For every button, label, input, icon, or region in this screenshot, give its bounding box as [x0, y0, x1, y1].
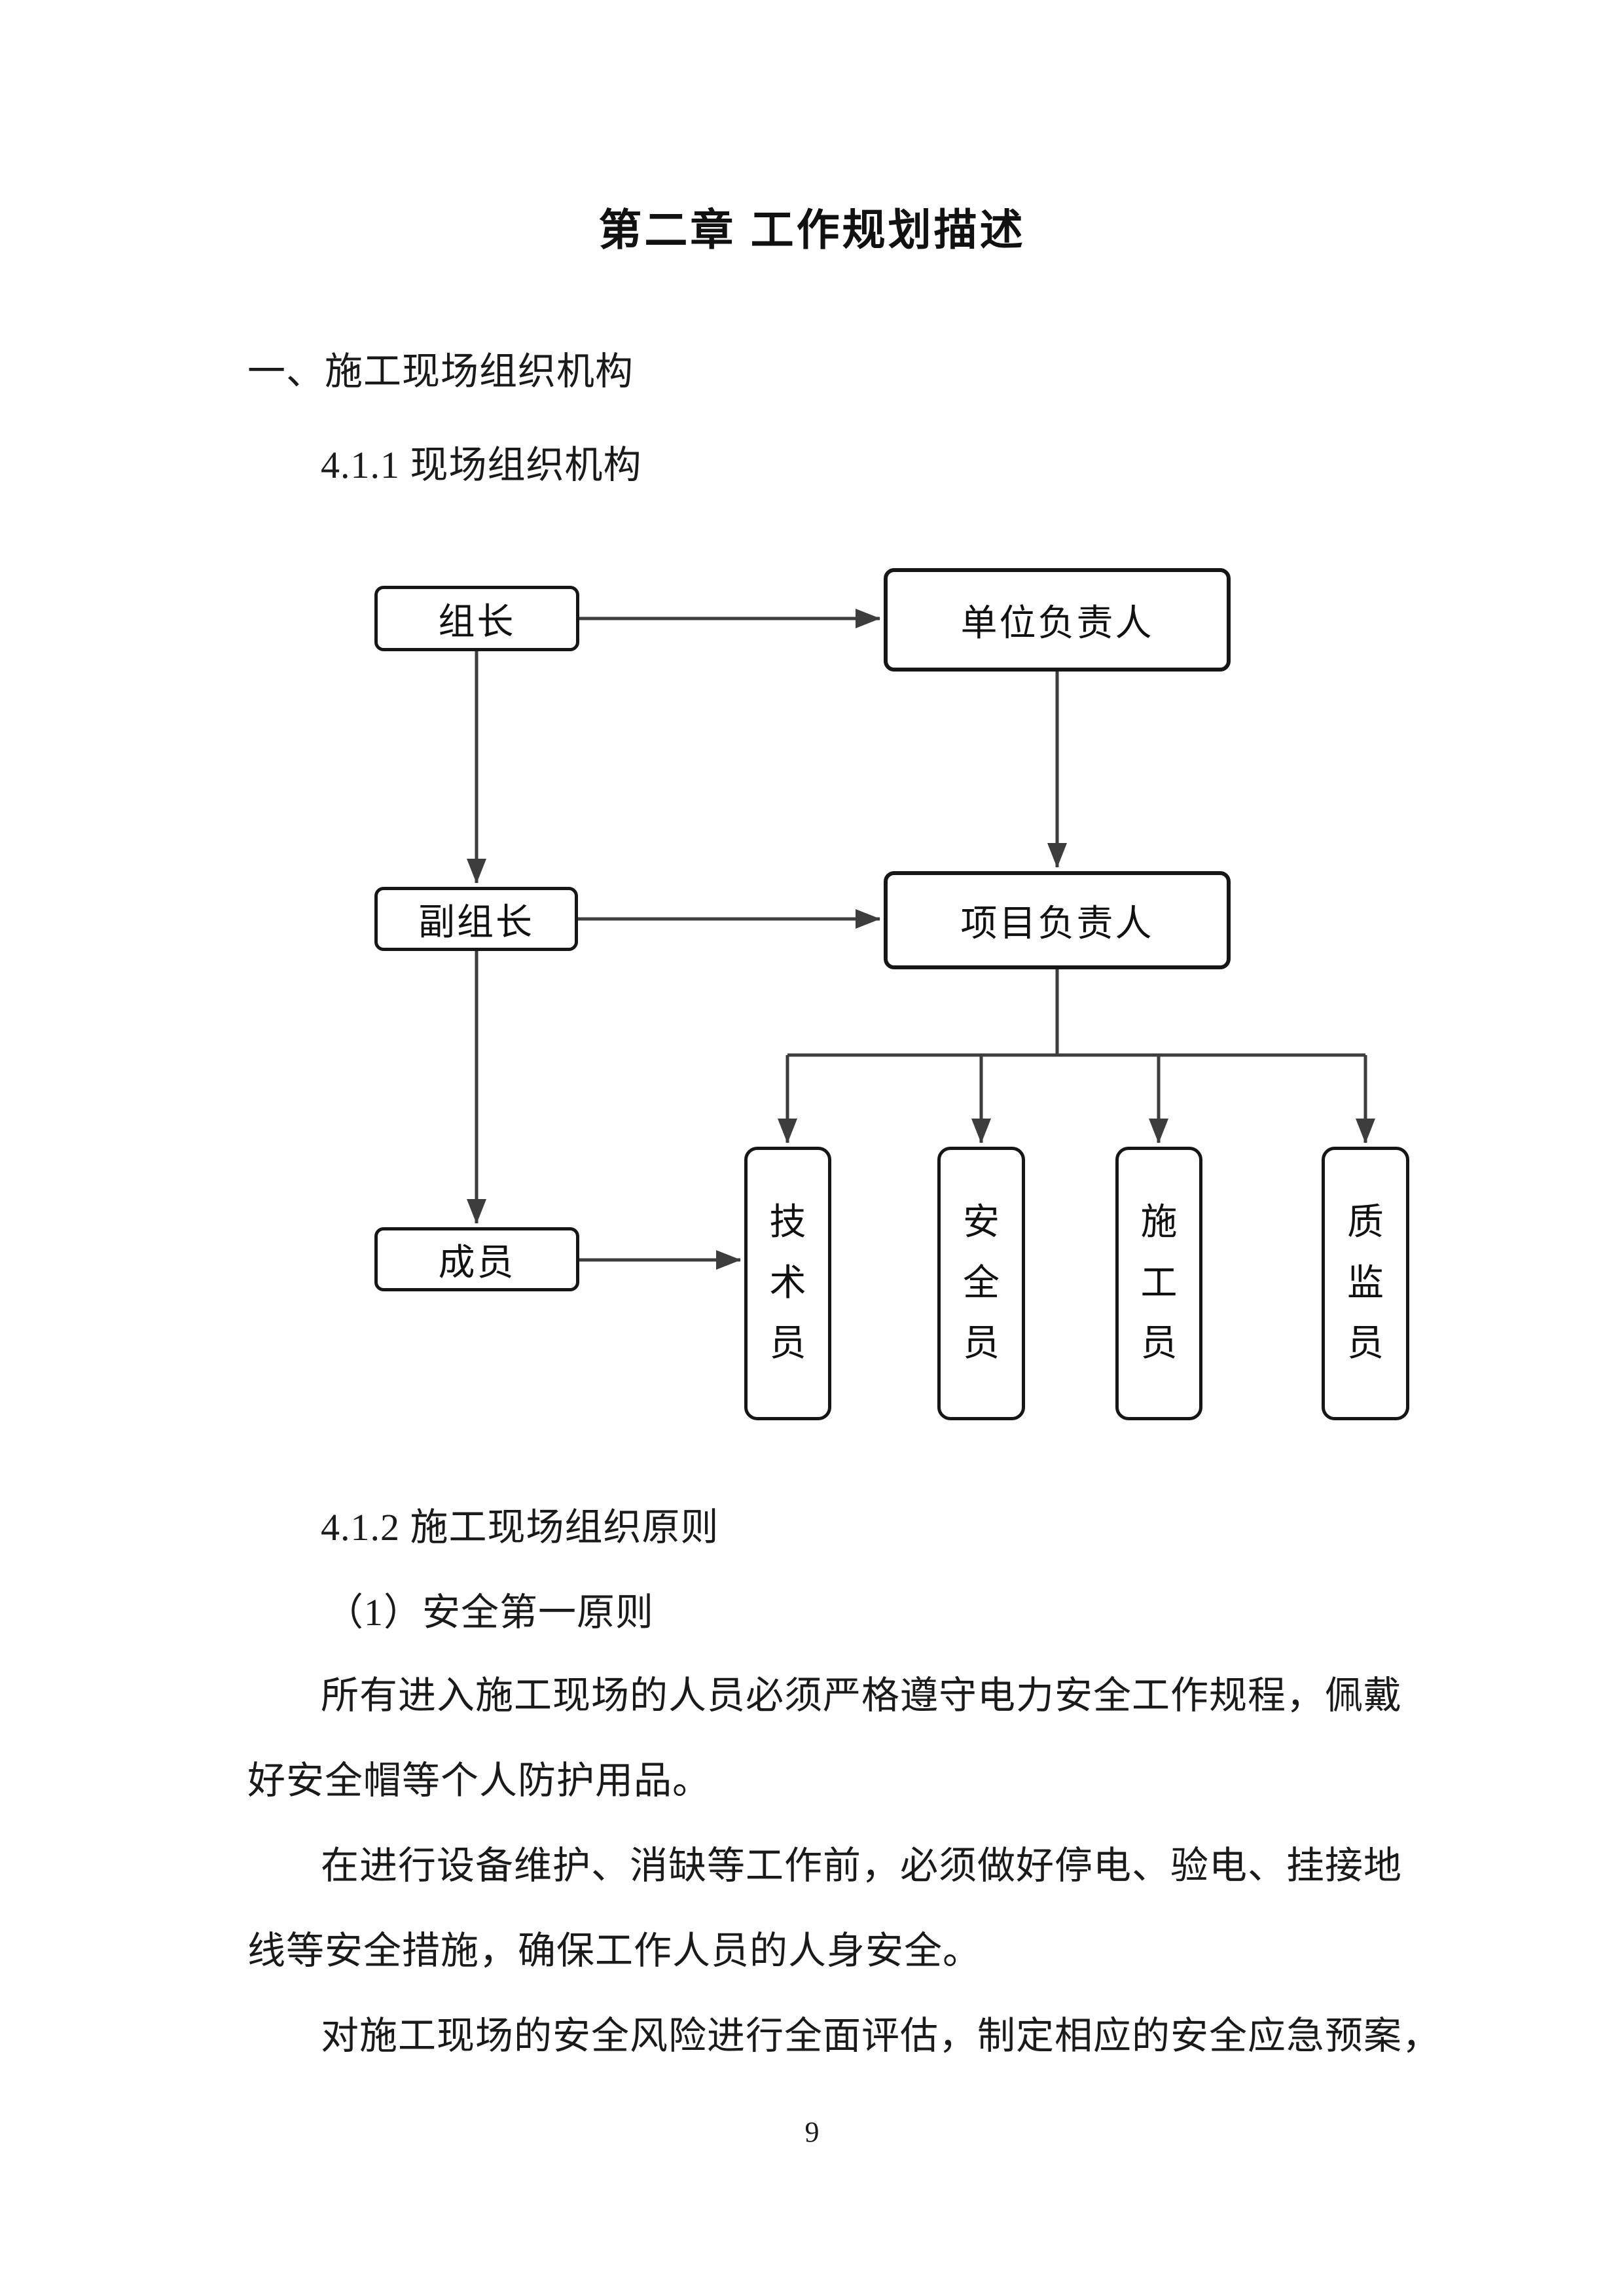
org-node-unit-head-label: 单位负责人 — [960, 603, 1154, 644]
org-node-project-head: 项目负责人 — [884, 871, 1231, 969]
paragraph-2-line-2: 线等安全措施，确保工作人员的人身安全。 — [247, 1929, 982, 1972]
org-node-construction-officer-label: 施工员 — [1140, 1202, 1178, 1365]
org-node-technician: 技术员 — [744, 1147, 831, 1420]
org-node-technician-label: 技术员 — [769, 1202, 806, 1365]
org-node-safety-officer: 安全员 — [937, 1147, 1025, 1420]
paragraph-2-line-1: 在进行设备维护、消缺等工作前，必须做好停电、验电、挂接地 — [321, 1844, 1403, 1887]
org-node-group-leader: 组长 — [374, 586, 579, 651]
section-heading: 一、施工现场组织机构 — [247, 350, 634, 393]
paragraph-3-line-1: 对施工现场的安全风险进行全面评估，制定相应的安全应急预案， — [321, 2015, 1441, 2057]
chapter-title: 第二章 工作规划描述 — [598, 206, 1026, 254]
org-node-project-head-label: 项目负责人 — [960, 903, 1154, 944]
paragraph-1-line-1: 所有进入施工现场的人员必须严格遵守电力安全工作规程，佩戴 — [321, 1674, 1403, 1717]
org-node-quality-supervisor: 质监员 — [1322, 1147, 1409, 1420]
org-node-unit-head: 单位负责人 — [884, 568, 1231, 672]
page-number: 9 — [804, 2116, 820, 2148]
org-node-construction-officer: 施工员 — [1115, 1147, 1202, 1420]
principle-heading: （1）安全第一原则 — [325, 1591, 655, 1634]
subsection-heading-4-1-2: 4.1.2 施工现场组织原则 — [321, 1506, 719, 1549]
org-node-quality-supervisor-label: 质监员 — [1347, 1202, 1384, 1365]
org-node-deputy-group-leader: 副组长 — [374, 887, 578, 951]
paragraph-1-line-2: 好安全帽等个人防护用品。 — [247, 1759, 712, 1802]
org-node-members-label: 成员 — [438, 1242, 516, 1283]
subsection-heading-4-1-1: 4.1.1 现场组织机构 — [321, 444, 642, 486]
org-node-deputy-group-leader-label: 副组长 — [418, 902, 534, 943]
org-node-members: 成员 — [374, 1227, 579, 1291]
org-node-group-leader-label: 组长 — [438, 601, 516, 643]
org-node-safety-officer-label: 安全员 — [963, 1202, 1000, 1365]
